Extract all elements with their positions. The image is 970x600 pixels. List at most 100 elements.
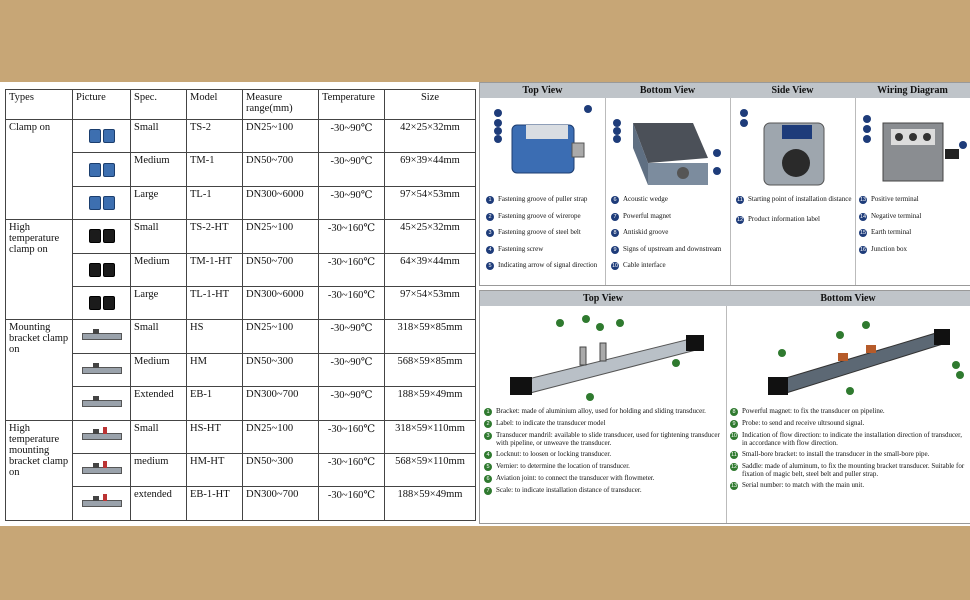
model-cell: TL-1-HT bbox=[186, 286, 243, 321]
spec-cell: Small bbox=[130, 219, 187, 254]
legend-number: 6 bbox=[484, 475, 492, 483]
picture-cell bbox=[72, 319, 131, 354]
legend-text: Vernier: to determine the location of tr… bbox=[496, 462, 630, 470]
spec-cell: medium bbox=[130, 453, 187, 488]
temp-cell: -30~160℃ bbox=[318, 419, 385, 455]
legend-text: Fastening groove of puller strap bbox=[498, 195, 588, 203]
spec-cell: Medium bbox=[130, 152, 187, 187]
column-header: Measure range(mm) bbox=[242, 89, 319, 120]
bracket-bottom-view-header: Bottom View bbox=[726, 291, 970, 306]
legend-number: 8 bbox=[730, 408, 738, 416]
transducer-thumbnail bbox=[76, 423, 127, 451]
column-header: Picture bbox=[72, 89, 131, 120]
legend-number: 13 bbox=[730, 482, 738, 490]
legend-number: 3 bbox=[486, 229, 494, 237]
size-cell: 568×59×110mm bbox=[384, 453, 476, 488]
legend-text: Starting point of installation distance bbox=[748, 195, 852, 203]
temp-cell: -30~90℃ bbox=[318, 118, 385, 154]
range-cell: DN300~6000 bbox=[242, 185, 319, 221]
legend-text: Antiskid groove bbox=[623, 228, 669, 236]
range-cell: DN25~100 bbox=[242, 118, 319, 154]
legend-text: Probe: to send and receive ultrsound sig… bbox=[742, 419, 865, 427]
type-cell: High temperature mounting bracket clamp … bbox=[5, 419, 73, 522]
legend-number: 12 bbox=[736, 216, 744, 224]
legend-number: 7 bbox=[611, 212, 619, 221]
legend-text: Label: to indicate the transducer model bbox=[496, 419, 606, 427]
legend-number: 4 bbox=[484, 451, 492, 459]
transducer-thumbnail bbox=[76, 389, 127, 417]
picture-cell bbox=[72, 419, 131, 455]
model-cell: EB-1-HT bbox=[186, 486, 243, 521]
model-cell: TM-1 bbox=[186, 152, 243, 187]
legend-text: Scale: to indicate installation distance… bbox=[496, 486, 642, 494]
picture-cell bbox=[72, 386, 131, 421]
legend-number: 6 bbox=[611, 196, 619, 204]
range-cell: DN300~700 bbox=[242, 386, 319, 421]
legend-item: 6 Acoustic wedge bbox=[611, 195, 729, 204]
table-row: High temperature mounting bracket clamp … bbox=[5, 419, 476, 522]
legend-number: 3 bbox=[484, 432, 492, 440]
model-cell: HM-HT bbox=[186, 453, 243, 488]
size-cell: 69×39×44mm bbox=[384, 152, 476, 187]
picture-cell bbox=[72, 152, 131, 187]
legend-text: Positive terminal bbox=[871, 195, 919, 203]
legend-number: 5 bbox=[486, 262, 494, 270]
transducer-thumbnail bbox=[76, 289, 127, 317]
picture-cell bbox=[72, 286, 131, 321]
transducer-thumbnail bbox=[76, 155, 127, 183]
spec-cell: Small bbox=[130, 319, 187, 354]
top-view-transducer-image bbox=[494, 105, 592, 174]
range-cell: DN50~700 bbox=[242, 152, 319, 187]
legend-text: Bracket: made of aluminium alloy, used f… bbox=[496, 407, 706, 415]
transducer-thumbnail bbox=[76, 222, 127, 250]
size-cell: 568×59×85mm bbox=[384, 352, 476, 388]
legend-item: 3 Fastening groove of steel belt bbox=[486, 228, 604, 237]
legend-text: Fastening groove of wirerope bbox=[498, 211, 581, 220]
legend-number: 7 bbox=[484, 487, 492, 495]
range-cell: DN25~100 bbox=[242, 319, 319, 354]
transducer-thumbnail bbox=[76, 356, 127, 384]
temp-cell: -30~90℃ bbox=[318, 185, 385, 221]
model-cell: TM-1-HT bbox=[186, 252, 243, 288]
legend-number: 1 bbox=[486, 196, 494, 204]
temp-cell: -30~90℃ bbox=[318, 386, 385, 421]
transducer-thumbnail bbox=[76, 456, 127, 484]
spec-cell: Medium bbox=[130, 252, 187, 288]
model-cell: HM bbox=[186, 352, 243, 388]
size-cell: 97×54×53mm bbox=[384, 286, 476, 321]
legend-text: Product information label bbox=[748, 215, 820, 223]
wiring-diagram-image bbox=[863, 115, 967, 182]
range-cell: DN50~300 bbox=[242, 453, 319, 488]
transducer-thumbnail bbox=[76, 189, 127, 217]
transducer-thumbnail bbox=[76, 322, 127, 350]
range-cell: DN50~700 bbox=[242, 252, 319, 288]
size-cell: 42×25×32mm bbox=[384, 118, 476, 154]
legend-number: 16 bbox=[859, 245, 867, 254]
legend-text: Indication of flow direction: to indicat… bbox=[742, 431, 962, 447]
bottom-view-transducer-image bbox=[613, 119, 721, 185]
legend-number: 5 bbox=[484, 463, 492, 471]
legend-number: 9 bbox=[730, 420, 738, 428]
legend-text: Transducer mandril: available to slide t… bbox=[496, 431, 720, 447]
legend-text: Acoustic wedge bbox=[623, 195, 668, 203]
legend-text: Fastening screw bbox=[498, 244, 544, 253]
legend-text: Fastening groove of steel belt bbox=[498, 228, 581, 236]
